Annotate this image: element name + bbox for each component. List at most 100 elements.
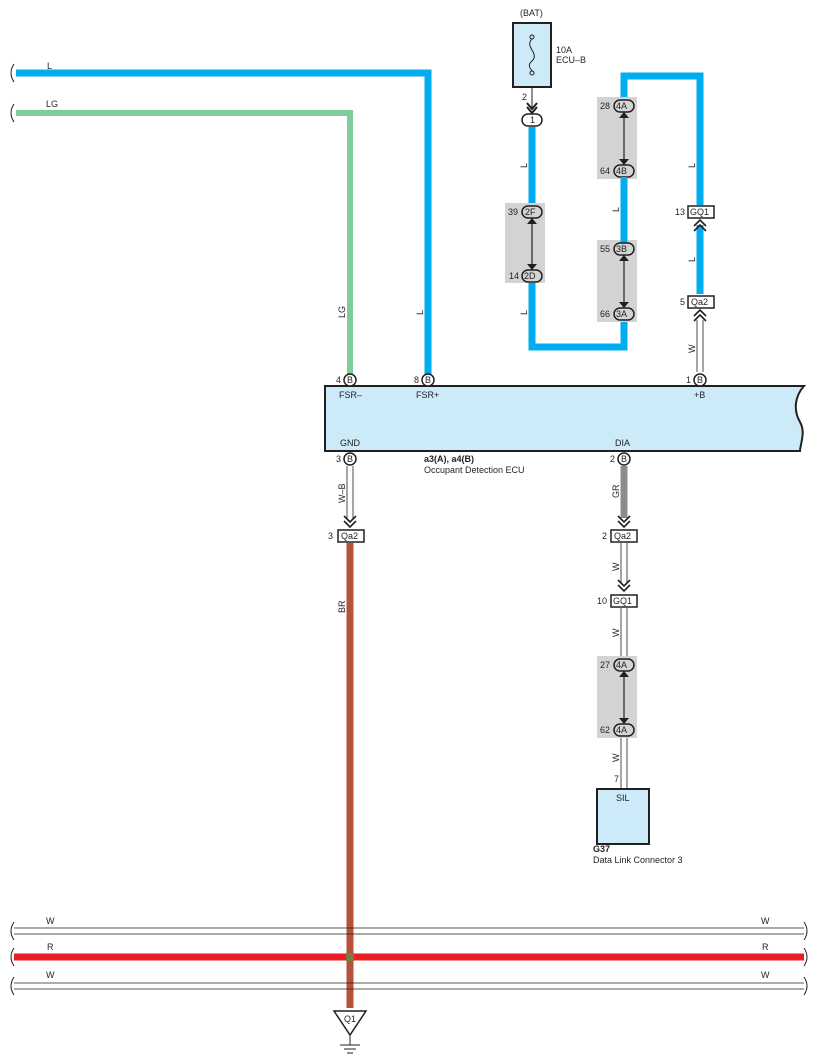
svg-text:1: 1: [686, 375, 691, 385]
svg-text:+B: +B: [694, 390, 705, 400]
wire-label-vert-L: L: [415, 310, 425, 315]
dlc-box: [596, 788, 650, 845]
bus-W2: [14, 982, 804, 990]
svg-text:GQ1: GQ1: [690, 207, 709, 217]
conn-2D: 2D 14: [509, 269, 543, 283]
bus-label-W2-left: W: [46, 970, 55, 980]
svg-text:B: B: [621, 454, 627, 464]
svg-text:FSR–: FSR–: [339, 390, 362, 400]
ground-symbol: Q1: [332, 1010, 368, 1054]
svg-text:66: 66: [600, 309, 610, 319]
conn-4B: 4B 64: [600, 164, 635, 178]
ecu-pin-plus-b: B 1 +B: [686, 373, 707, 400]
svg-text:3B: 3B: [616, 244, 627, 254]
svg-text:4A: 4A: [616, 660, 627, 670]
svg-text:Q1: Q1: [344, 1014, 356, 1024]
wire-label-right-W: W: [687, 344, 697, 353]
svg-text:Qa2: Qa2: [614, 531, 631, 541]
dlc-code: G37: [593, 844, 610, 854]
fuse-arrow: [526, 102, 538, 115]
bus-label-W1-right: W: [761, 916, 770, 926]
fuse-box: [512, 22, 552, 88]
bus-label-R-left: R: [47, 942, 54, 952]
ecu-box: [324, 385, 807, 452]
svg-text:DIA: DIA: [615, 438, 630, 448]
svg-text:FSR+: FSR+: [416, 390, 439, 400]
dlc-pin: 7: [614, 774, 619, 784]
conn-GQ1-top: GQ1 13: [675, 205, 715, 232]
conn-4A-a: 4A 27: [600, 658, 635, 672]
wire-W-dia: [620, 543, 628, 789]
arrow-3B-3A: [619, 255, 629, 308]
svg-text:13: 13: [675, 207, 685, 217]
fuse-rating: 10A: [556, 45, 572, 55]
svg-text:B: B: [425, 375, 431, 385]
fuse-pin: 2: [522, 92, 527, 102]
svg-text:3: 3: [336, 454, 341, 464]
splice-point: [346, 953, 354, 961]
bus-W1: [14, 927, 804, 935]
dlc-label: SIL: [616, 793, 630, 803]
bus-label-R-right: R: [762, 942, 769, 952]
conn-3B: 3B 55: [600, 242, 635, 256]
wire-label-right-L1: L: [687, 163, 697, 168]
ecu-pin-fsr-minus: B 4 FSR–: [336, 373, 362, 400]
bus-label-W2-right: W: [761, 970, 770, 980]
conn-3A: 3A 66: [600, 307, 635, 321]
wire-label-mid-L1: L: [611, 207, 621, 212]
conn-GQ1-dia: GQ1 10: [597, 579, 638, 608]
ecu-pin-gnd: GND B 3: [336, 438, 361, 466]
wire-label-dia-W2: W: [611, 628, 621, 637]
dlc-name: Data Link Connector 3: [593, 855, 683, 865]
ecu-pin-dia: DIA B 2: [610, 438, 631, 466]
svg-text:8: 8: [414, 375, 419, 385]
svg-text:39: 39: [508, 207, 518, 217]
ecu-code: a3(A), a4(B): [424, 454, 474, 464]
svg-text:GQ1: GQ1: [613, 596, 632, 606]
wire-label-gnd-WB: W–B: [337, 483, 347, 503]
wire-label-dia-GR: GR: [611, 484, 621, 498]
ecu-pin-fsr-plus: B 8 FSR+: [414, 373, 439, 400]
arrow-4A-4A: [619, 671, 629, 724]
svg-text:4: 4: [336, 375, 341, 385]
wire-label-fuse-L2: L: [519, 310, 529, 315]
fuse-name: ECU–B: [556, 55, 586, 65]
wire-label-fuse-L1: L: [519, 163, 529, 168]
wire-WB-gnd: [346, 466, 354, 520]
battery-label: (BAT): [520, 8, 543, 18]
svg-text:62: 62: [600, 725, 610, 735]
svg-text:14: 14: [509, 271, 519, 281]
conn-4A-b: 4A 62: [600, 723, 635, 737]
svg-text:B: B: [697, 375, 703, 385]
wire-L-top: [16, 69, 432, 376]
break-marks: [10, 63, 808, 996]
svg-text:GND: GND: [340, 438, 361, 448]
svg-text:27: 27: [600, 660, 610, 670]
conn-Qa2-top: Qa2 5: [680, 295, 715, 322]
svg-text:5: 5: [680, 297, 685, 307]
svg-text:3: 3: [328, 531, 333, 541]
wire-label-dia-W3: W: [611, 753, 621, 762]
bus-label-W1-left: W: [46, 916, 55, 926]
wire-W-plusb: [696, 320, 704, 372]
conn-Qa2-gnd: Qa2 3: [328, 515, 365, 543]
svg-text:2D: 2D: [524, 271, 536, 281]
svg-text:3A: 3A: [616, 309, 627, 319]
arrow-4A-4B: [619, 112, 629, 165]
svg-text:Qa2: Qa2: [691, 297, 708, 307]
ecu-name: Occupant Detection ECU: [424, 465, 525, 475]
junction-1: 1: [521, 113, 543, 127]
arrow-2F-2D: [527, 218, 537, 270]
svg-text:64: 64: [600, 166, 610, 176]
svg-text:2: 2: [610, 454, 615, 464]
wire-label-dia-W1: W: [611, 562, 621, 571]
svg-text:10: 10: [597, 596, 607, 606]
svg-text:B: B: [347, 454, 353, 464]
wire-label-vert-LG: LG: [337, 306, 347, 318]
wire-label-right-L2: L: [687, 257, 697, 262]
conn-Qa2-dia: Qa2 2: [602, 515, 638, 543]
svg-text:4A: 4A: [616, 101, 627, 111]
svg-text:55: 55: [600, 244, 610, 254]
svg-text:Qa2: Qa2: [341, 531, 358, 541]
